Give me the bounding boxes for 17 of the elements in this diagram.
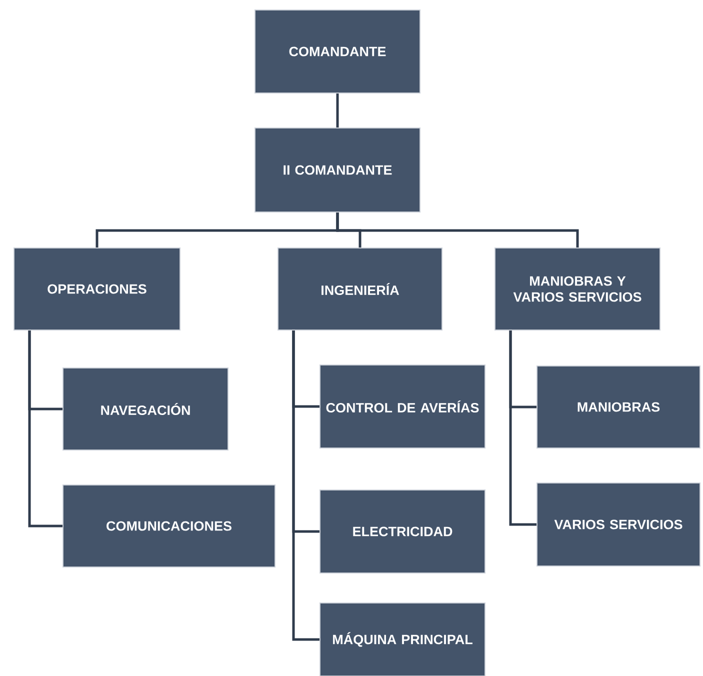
org-box: MANIOBRAS	[536, 366, 700, 448]
org-box: II COMANDANTE	[254, 128, 420, 212]
connector-line	[336, 94, 339, 128]
org-box: CONTROL DE AVERÍAS	[320, 364, 486, 448]
org-box: COMUNICACIONES	[62, 484, 276, 568]
org-box: NAVEGACIÓN	[62, 368, 228, 450]
org-box: COMANDANTE	[254, 10, 420, 94]
connector-line	[336, 212, 579, 248]
connector-line	[509, 330, 536, 526]
org-box: INGENIERÍA	[278, 248, 442, 330]
connector-line	[292, 330, 320, 641]
org-box: MANIOBRAS Y VARIOS SERVICIOS	[494, 248, 660, 330]
connector-line	[28, 330, 62, 528]
org-box: ELECTRICIDAD	[320, 490, 486, 574]
org-box: VARIOS SERVICIOS	[536, 482, 700, 566]
org-box: OPERACIONES	[14, 248, 180, 330]
org-box: MÁQUINA PRINCIPAL	[320, 602, 486, 676]
